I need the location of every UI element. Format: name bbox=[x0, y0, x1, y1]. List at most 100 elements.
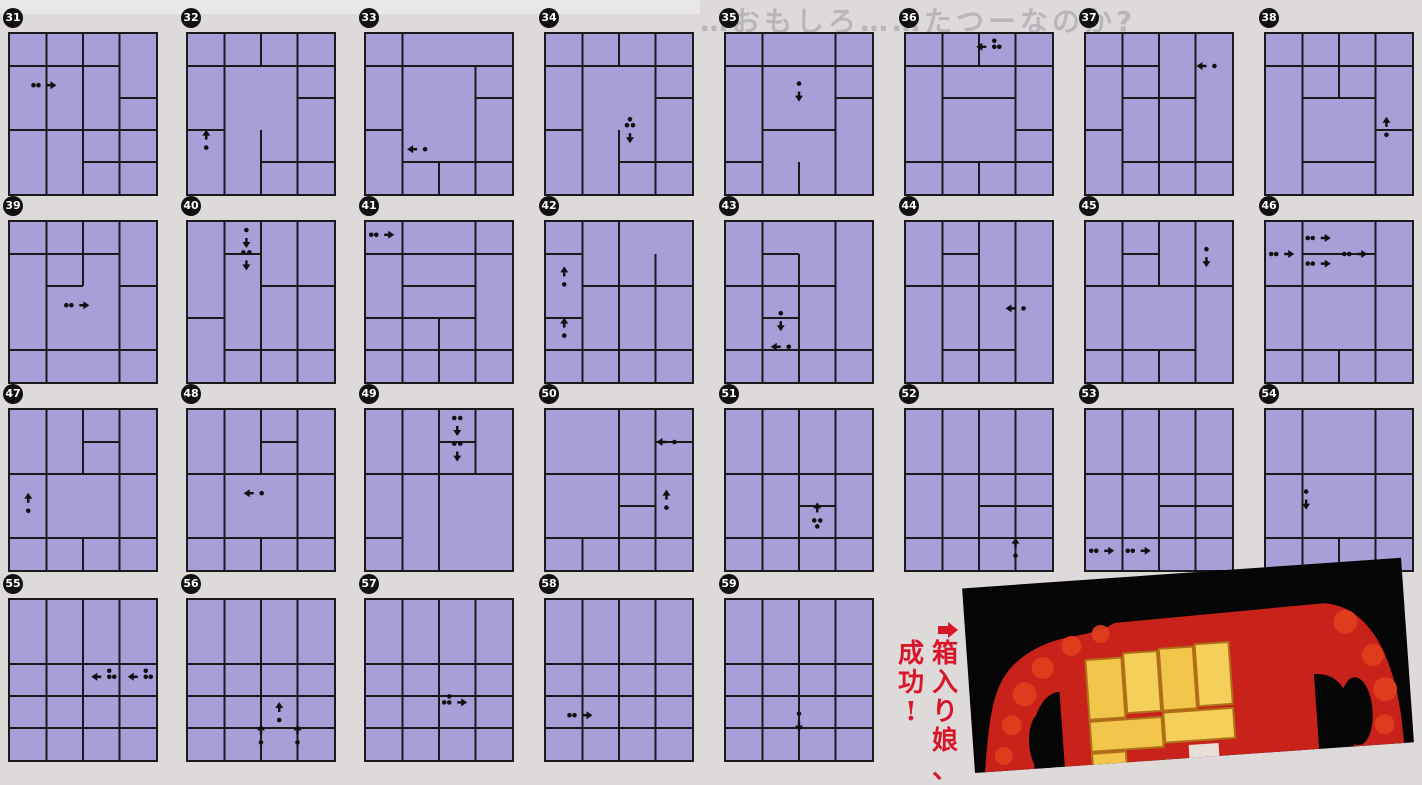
puzzle-number: 48 bbox=[181, 384, 201, 404]
puzzle-number: 32 bbox=[181, 8, 201, 28]
puzzle-diagram: 46 bbox=[1258, 196, 1422, 388]
board-lines bbox=[188, 34, 334, 194]
puzzle-board bbox=[1264, 408, 1414, 572]
puzzle-diagram: 57 bbox=[358, 574, 536, 766]
puzzle-diagram: 40 bbox=[180, 196, 358, 388]
puzzle-number: 52 bbox=[899, 384, 919, 404]
puzzle-board bbox=[186, 220, 336, 384]
puzzle-diagram: 37 bbox=[1078, 8, 1256, 200]
puzzle-board bbox=[1084, 32, 1234, 196]
puzzle-board bbox=[364, 32, 514, 196]
puzzle-diagram: 38 bbox=[1258, 8, 1422, 200]
puzzle-diagram: 35 bbox=[718, 8, 896, 200]
puzzle-diagram: 34 bbox=[538, 8, 716, 200]
puzzle-diagram: 55 bbox=[2, 574, 180, 766]
board-lines bbox=[726, 410, 872, 570]
puzzle-board bbox=[544, 598, 694, 762]
puzzle-number: 54 bbox=[1259, 384, 1279, 404]
puzzle-board bbox=[8, 220, 158, 384]
puzzle-board bbox=[724, 220, 874, 384]
puzzle-diagram: 39 bbox=[2, 196, 180, 388]
puzzle-board bbox=[8, 598, 158, 762]
board-lines bbox=[726, 34, 872, 194]
board-lines bbox=[906, 34, 1052, 194]
board-lines bbox=[546, 222, 692, 382]
game-screen-art bbox=[962, 558, 1414, 773]
puzzle-diagram: 31 bbox=[2, 8, 180, 200]
puzzle-number: 47 bbox=[3, 384, 23, 404]
puzzle-board bbox=[8, 408, 158, 572]
board-lines bbox=[10, 410, 156, 570]
puzzle-diagram: 45 bbox=[1078, 196, 1256, 388]
puzzle-board bbox=[364, 408, 514, 572]
board-lines bbox=[906, 222, 1052, 382]
board-lines bbox=[1086, 410, 1232, 570]
board-lines bbox=[546, 600, 692, 760]
puzzle-number: 38 bbox=[1259, 8, 1279, 28]
puzzle-board bbox=[364, 598, 514, 762]
puzzle-diagram: 36 bbox=[898, 8, 1076, 200]
puzzle-board bbox=[1264, 220, 1414, 384]
board-lines bbox=[1266, 34, 1412, 194]
puzzle-board bbox=[544, 32, 694, 196]
board-lines bbox=[546, 410, 692, 570]
puzzle-board bbox=[544, 220, 694, 384]
puzzle-number: 59 bbox=[719, 574, 739, 594]
puzzle-number: 34 bbox=[539, 8, 559, 28]
caption-line-1: 箱入り娘、 bbox=[930, 640, 960, 785]
puzzle-number: 58 bbox=[539, 574, 559, 594]
puzzle-board bbox=[186, 32, 336, 196]
puzzle-board bbox=[186, 598, 336, 762]
puzzle-diagram: 52 bbox=[898, 384, 1076, 576]
game-screenshot bbox=[962, 558, 1414, 773]
puzzle-diagram: 48 bbox=[180, 384, 358, 576]
board-lines bbox=[366, 222, 512, 382]
puzzle-number: 55 bbox=[3, 574, 23, 594]
board-lines bbox=[726, 222, 872, 382]
puzzle-number: 41 bbox=[359, 196, 379, 216]
board-lines bbox=[188, 600, 334, 760]
puzzle-diagram: 59 bbox=[718, 574, 896, 766]
puzzle-number: 39 bbox=[3, 196, 23, 216]
puzzle-board bbox=[1084, 408, 1234, 572]
puzzle-number: 53 bbox=[1079, 384, 1099, 404]
puzzle-diagram: 44 bbox=[898, 196, 1076, 388]
puzzle-board bbox=[724, 32, 874, 196]
puzzle-number: 36 bbox=[899, 8, 919, 28]
puzzle-diagram: 58 bbox=[538, 574, 716, 766]
puzzle-board bbox=[904, 32, 1054, 196]
puzzle-diagram: 51 bbox=[718, 384, 896, 576]
puzzle-board bbox=[724, 408, 874, 572]
board-lines bbox=[366, 600, 512, 760]
puzzle-number: 33 bbox=[359, 8, 379, 28]
puzzle-board bbox=[904, 408, 1054, 572]
puzzle-number: 57 bbox=[359, 574, 379, 594]
puzzle-board bbox=[1084, 220, 1234, 384]
puzzle-number: 45 bbox=[1079, 196, 1099, 216]
puzzle-number: 37 bbox=[1079, 8, 1099, 28]
board-lines bbox=[10, 34, 156, 194]
puzzle-number: 51 bbox=[719, 384, 739, 404]
puzzle-number: 40 bbox=[181, 196, 201, 216]
puzzle-diagram: 54 bbox=[1258, 384, 1422, 576]
right-arrow-icon bbox=[938, 622, 958, 638]
puzzle-number: 35 bbox=[719, 8, 739, 28]
board-lines bbox=[188, 222, 334, 382]
puzzle-number: 50 bbox=[539, 384, 559, 404]
board-lines bbox=[366, 410, 512, 570]
puzzle-number: 44 bbox=[899, 196, 919, 216]
puzzle-diagram: 33 bbox=[358, 8, 536, 200]
puzzle-board bbox=[904, 220, 1054, 384]
puzzle-diagram: 47 bbox=[2, 384, 180, 576]
puzzle-board bbox=[364, 220, 514, 384]
puzzle-diagram: 53 bbox=[1078, 384, 1256, 576]
puzzle-diagram: 32 bbox=[180, 8, 358, 200]
board-lines bbox=[906, 410, 1052, 570]
board-lines bbox=[1266, 222, 1412, 382]
puzzle-number: 42 bbox=[539, 196, 559, 216]
board-lines bbox=[546, 34, 692, 194]
puzzle-board bbox=[8, 32, 158, 196]
puzzle-number: 56 bbox=[181, 574, 201, 594]
board-lines bbox=[366, 34, 512, 194]
